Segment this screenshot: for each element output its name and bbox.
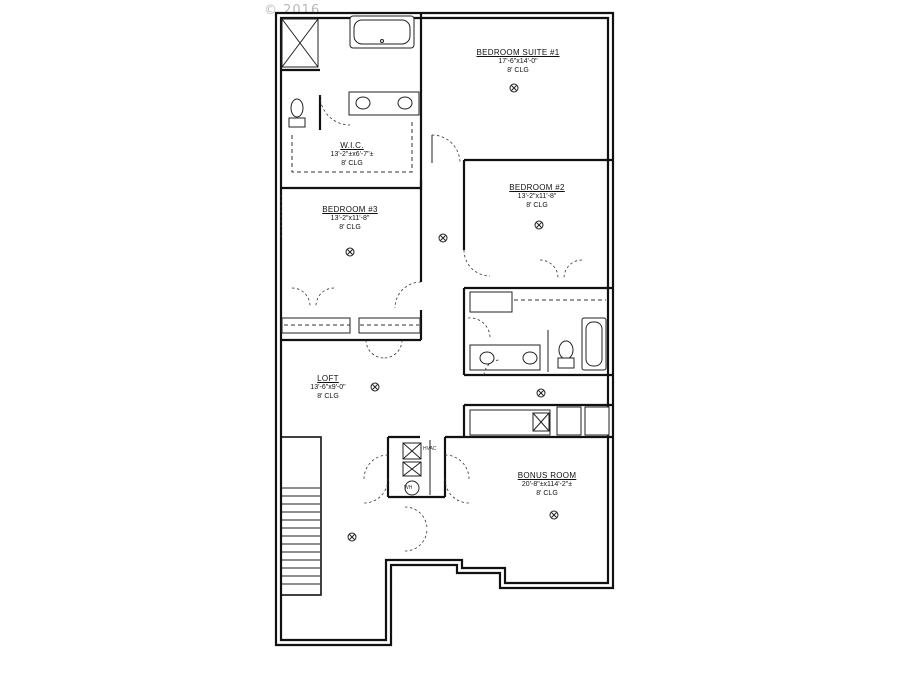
master-bathtub — [349, 15, 415, 49]
room-name: LOFT — [317, 374, 339, 383]
room-ceiling: 8' CLG — [341, 159, 363, 167]
room-name: W.I.C. — [340, 141, 364, 150]
exterior-walls — [274, 11, 615, 647]
room-dims: 13'-6"x9'-0" — [310, 384, 346, 391]
room-ceiling: 8' CLG — [339, 223, 361, 231]
room-ceiling: 8' CLG — [507, 66, 529, 74]
ceiling-light-icon — [536, 388, 546, 398]
copyright-watermark: © 2016 — [264, 3, 321, 18]
room-name: BEDROOM SUITE #1 — [476, 48, 560, 57]
room-ceiling: 8' CLG — [317, 392, 339, 400]
water-heater-tag: WH — [404, 485, 413, 491]
master-vanity — [348, 91, 420, 116]
room-label-bonus-room: BONUS ROOM 20'-8"±x114'-2"± 8' CLG — [518, 471, 577, 499]
closet-shelves — [281, 120, 606, 334]
room-ceiling: 8' CLG — [536, 489, 558, 497]
hall-bath-fixtures — [469, 317, 607, 372]
room-label-bedroom-2: BEDROOM #2 13'-2"x11'-8" 8' CLG — [509, 183, 564, 211]
room-label-bedroom-suite-1: BEDROOM SUITE #1 17'-6"x14'-0" 8' CLG — [476, 48, 559, 76]
room-dims: 13'-2"x11'-8" — [517, 193, 557, 200]
room-dims: 20'-8"±x114'-2"± — [521, 481, 573, 488]
room-dims: 13'-2"±x6'-7"± — [330, 151, 374, 158]
ceiling-light-icons — [345, 83, 559, 542]
ceiling-light-icon — [534, 220, 544, 230]
interior-walls — [280, 13, 613, 596]
room-dims: 13'-2"x11'-8" — [330, 215, 370, 222]
master-toilet — [288, 98, 306, 128]
door-swings — [280, 94, 583, 552]
room-label-wic: W.I.C. 13'-2"±x6'-7"± 8' CLG — [331, 141, 374, 169]
room-name: BONUS ROOM — [517, 471, 577, 480]
ceiling-light-icon — [345, 247, 355, 257]
room-dims: 17'-6"x14'-0" — [498, 58, 538, 65]
ceiling-light-icon — [347, 532, 357, 542]
room-label-loft: LOFT 13'-6"x9'-0" 8' CLG — [310, 374, 345, 402]
laundry-appliances — [402, 406, 610, 496]
stair-treads — [282, 487, 320, 585]
room-ceiling: 8' CLG — [526, 201, 548, 209]
ceiling-light-icon — [438, 233, 448, 243]
hvac-tag: HVAC — [423, 446, 437, 452]
ceiling-light-icon — [549, 510, 559, 520]
room-name: BEDROOM #2 — [509, 183, 565, 192]
room-name: BEDROOM #3 — [322, 205, 378, 214]
ceiling-light-icon — [370, 382, 380, 392]
room-label-bedroom-3: BEDROOM #3 13'-2"x11'-8" 8' CLG — [322, 205, 377, 233]
ceiling-light-icon — [509, 83, 519, 93]
